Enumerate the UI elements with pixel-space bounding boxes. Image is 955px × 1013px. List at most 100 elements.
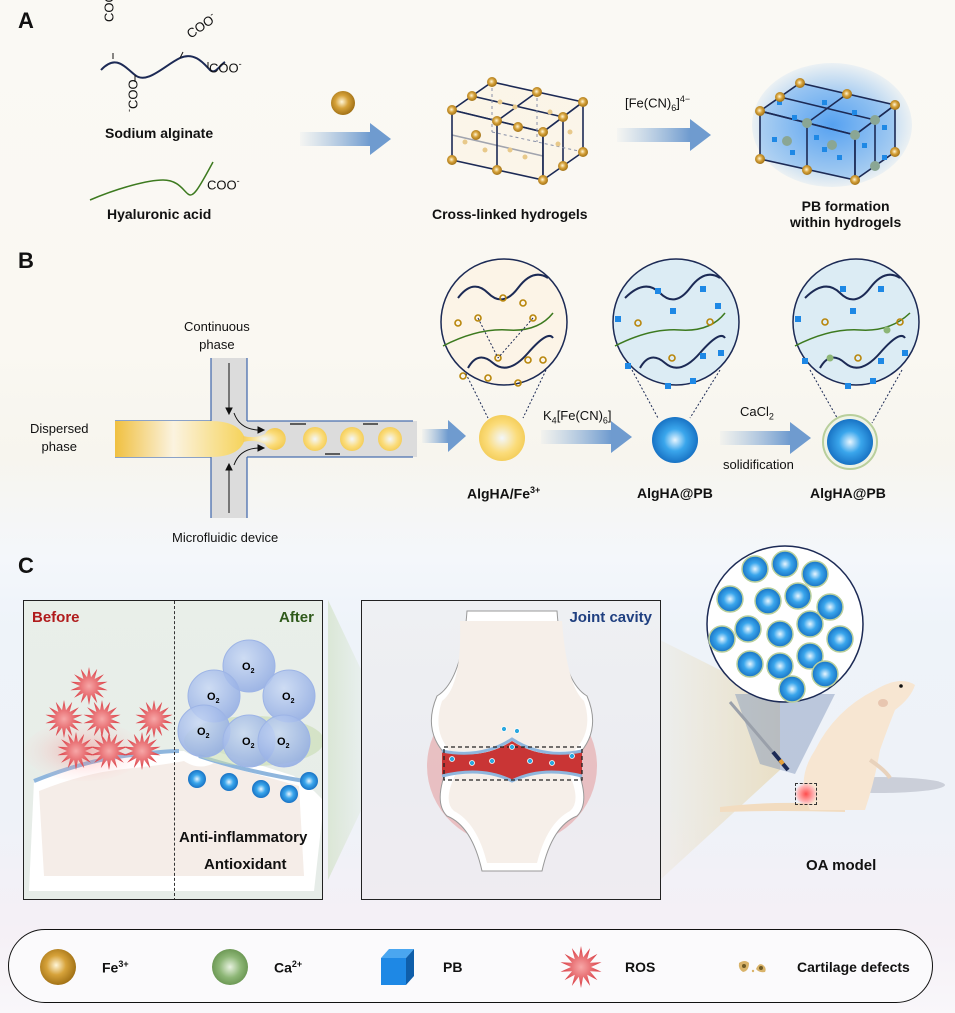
microsphere-icon (736, 650, 764, 678)
product-alghapb-solidified-label: AlgHA@PB (810, 485, 886, 501)
microsphere-icon (796, 642, 824, 670)
zoom-cone-green (328, 600, 366, 880)
before-label: Before (32, 609, 80, 626)
zoom-circle-alghafe (440, 258, 568, 419)
ca2-sphere-icon (212, 949, 248, 985)
syringe-icon (728, 701, 790, 772)
hyaluronic-acid-structure (89, 161, 214, 201)
crosslinked-hydrogels-label: Cross-linked hydrogels (432, 206, 588, 222)
microsphere-icon (220, 773, 238, 791)
continuous-phase-line2: phase (199, 337, 235, 352)
oa-model-label: OA model (806, 857, 877, 874)
microsphere-icon (741, 555, 769, 583)
hyaluronic-acid-label: Hyaluronic acid (107, 206, 212, 222)
anti-inflammatory-label: Anti-inflammatory (179, 829, 308, 846)
ros-star-icon (70, 667, 108, 705)
rat-illustration (720, 681, 945, 812)
after-label: After (278, 609, 314, 626)
microsphere-icon (716, 585, 744, 613)
ros-star-icon (83, 700, 121, 738)
ros-star-icon (45, 700, 83, 738)
ros-star-icon (57, 732, 95, 770)
alghapb-droplet-icon (652, 417, 698, 463)
sodium-alginate-structure (100, 51, 226, 82)
carboxylate-label: -COO (124, 79, 141, 112)
microsphere-icon (300, 772, 318, 790)
ros-star-icon (560, 946, 602, 988)
pb-formation-line2: within hydrogels (790, 214, 902, 230)
ferrocyanide-label: [Fe(CN)6]4− (625, 94, 691, 113)
zoom-circle-alghapb (612, 258, 740, 419)
solidification-label: solidification (723, 457, 794, 472)
arrow-icon (300, 123, 391, 155)
antioxidant-label: Antioxidant (204, 856, 287, 873)
panel-a-letter: A (18, 8, 34, 33)
zoom-cone-beige (660, 640, 780, 880)
microsphere-icon (766, 620, 794, 648)
dispersed-phase-line2: phase (41, 439, 77, 454)
panel-b-letter: B (18, 248, 34, 273)
ros-star-icon (123, 732, 161, 770)
microfluidic-device-label: Microfluidic device (172, 530, 279, 545)
panel-c-letter: C (18, 553, 34, 578)
product-alghafe-label: AlgHA/Fe3+ (467, 485, 541, 502)
carboxylate-label: COO- (209, 59, 242, 76)
microsphere-icon (826, 625, 854, 653)
microsphere-icon (734, 615, 762, 643)
ferrocyanide-reagent-label: K4[Fe(CN)6] (543, 408, 612, 426)
legend-item-cartilage: Cartilage defects (737, 930, 910, 1004)
ros-star-icon (560, 946, 602, 988)
o2-bubble: O2 (177, 704, 231, 758)
zoom-circle-alghapb-ca (792, 258, 920, 424)
pb-formation-line1: PB formation (801, 198, 890, 214)
arrow-icon (617, 119, 711, 151)
arrow-icon (720, 422, 811, 454)
microsphere-zoom-circle (706, 545, 864, 774)
legend-label: PB (443, 959, 463, 975)
joint-cavity-label: Joint cavity (569, 609, 652, 626)
microsphere-icon (796, 610, 824, 638)
ros-cluster (45, 667, 173, 770)
microsphere-icon (801, 560, 829, 588)
o2-bubble: O2 (262, 669, 316, 723)
continuous-phase-line1: Continuous (184, 319, 250, 334)
product-alghapb-label: AlgHA@PB (637, 485, 713, 501)
microsphere-icon (754, 587, 782, 615)
pb-cube-icon (381, 949, 414, 985)
legend-item-pb: PB (381, 930, 462, 1004)
crosslinked-hydrogel-cube (447, 77, 588, 185)
o2-bubble: O2 (222, 639, 276, 693)
microsphere-icon (811, 660, 839, 688)
microsphere-icon (816, 593, 844, 621)
microsphere-icon (252, 780, 270, 798)
ros-star-icon (90, 732, 128, 770)
sodium-alginate-label: Sodium alginate (105, 125, 214, 141)
knee-joint-illustration (427, 610, 597, 872)
continuous-phase-label: Continuous phase (184, 318, 250, 354)
alghapb-ca-droplet-icon (822, 414, 878, 470)
pb-hydrogel-cube (752, 63, 912, 187)
ros-star-icon (135, 700, 173, 738)
legend-label: Fe3+ (102, 958, 129, 976)
o2-bubble: O2 (257, 714, 311, 768)
legend-item-fe3: Fe3+ (39, 930, 129, 1004)
dispersed-phase-line1: Dispersed (30, 421, 89, 436)
legend-item-ca2: Ca2+ (211, 930, 302, 1004)
microsphere-icon (771, 550, 799, 578)
microsphere-icon (766, 652, 794, 680)
legend-label: Ca2+ (274, 958, 303, 976)
carboxylate-label: COO- (207, 176, 240, 193)
injection-site-marker (795, 783, 817, 805)
joint-cavity-panel: Joint cavity (361, 600, 661, 900)
alghafe-droplet-icon (479, 415, 525, 461)
cacl2-reagent-label: CaCl2 (740, 404, 774, 422)
legend-label: ROS (625, 959, 656, 975)
carboxylate-label: COO- (101, 0, 117, 22)
dispersed-phase-label: Dispersed phase (30, 420, 89, 456)
microsphere-icon (708, 625, 736, 653)
microsphere-icon (784, 582, 812, 610)
microsphere-icon (280, 785, 298, 803)
legend-label: Cartilage defects (797, 959, 910, 975)
